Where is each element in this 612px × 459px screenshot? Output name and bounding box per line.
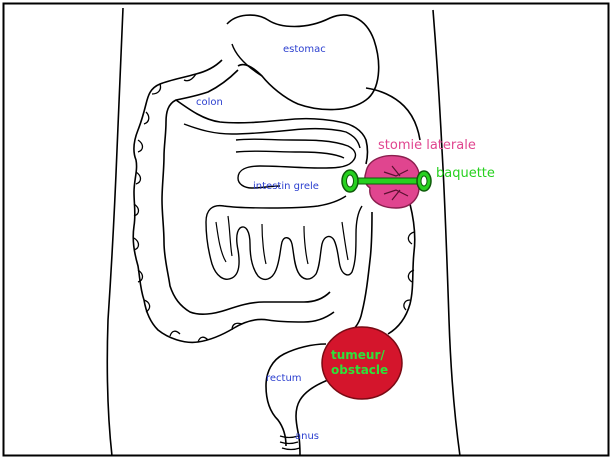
label-baquette: baquette [436, 166, 495, 181]
baguette-right-hole [421, 176, 427, 186]
label-colon: colon [196, 97, 223, 108]
descending-colon-outer [366, 88, 420, 334]
label-anus: anus [295, 431, 319, 442]
torso-right-outline [433, 10, 460, 456]
baguette-rod [350, 178, 424, 184]
baguette-left-hole [347, 175, 354, 187]
torso-left-outline [107, 8, 123, 456]
small-intestine-lower-inner [216, 216, 348, 264]
small-intestine-lower [206, 196, 362, 279]
label-tumeur-line2: obstacle [331, 363, 388, 378]
descending-colon-haustra [404, 232, 414, 310]
label-intestin-grele: intestin grele [253, 181, 319, 192]
colon-outer [133, 60, 334, 342]
label-estomac: estomac [283, 44, 326, 55]
label-tumeur-obstacle: tumeur/ obstacle [331, 348, 388, 378]
label-rectum: rectum [266, 373, 302, 384]
transverse-colon-inner [184, 124, 360, 148]
frame-border [4, 4, 609, 456]
stomach-outline [227, 15, 379, 110]
label-tumeur-line1: tumeur/ [331, 348, 388, 363]
label-stomie-laterale: stomie laterale [378, 138, 476, 153]
colon-haustra [134, 74, 242, 342]
